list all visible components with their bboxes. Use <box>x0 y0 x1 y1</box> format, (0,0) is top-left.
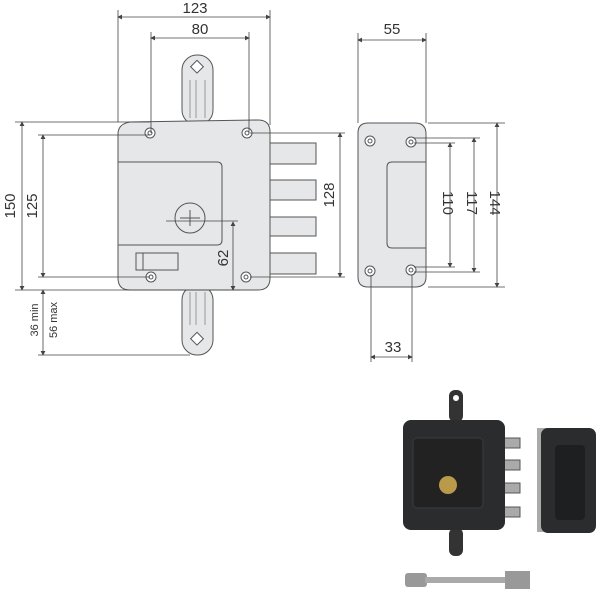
dim-hole-spacing-v: 125 <box>24 193 41 218</box>
dim-plate-hole-inner: 110 <box>439 191 456 215</box>
dim-rod-max: 56 max <box>48 301 60 338</box>
deadbolts <box>267 142 317 275</box>
dim-plate-height: 144 <box>486 190 503 215</box>
lock-dimension-lines <box>15 10 345 356</box>
dim-height-overall: 150 <box>2 193 19 218</box>
dim-plate-hole-spacing-h: 33 <box>385 339 402 356</box>
dim-width-overall: 123 <box>182 0 207 17</box>
product-photo <box>403 390 596 589</box>
dim-hole-spacing-h: 80 <box>192 21 209 38</box>
dim-plate-hole-outer: 117 <box>463 191 480 215</box>
strike-plate-view <box>357 122 427 288</box>
lock-front-view <box>117 54 317 356</box>
dim-plate-width: 55 <box>384 21 401 38</box>
dim-rod-min: 36 min <box>29 303 41 336</box>
dim-bolt-span: 128 <box>321 182 338 207</box>
dim-backset: 62 <box>215 250 232 267</box>
strike-plate-dimension-lines <box>357 33 505 362</box>
